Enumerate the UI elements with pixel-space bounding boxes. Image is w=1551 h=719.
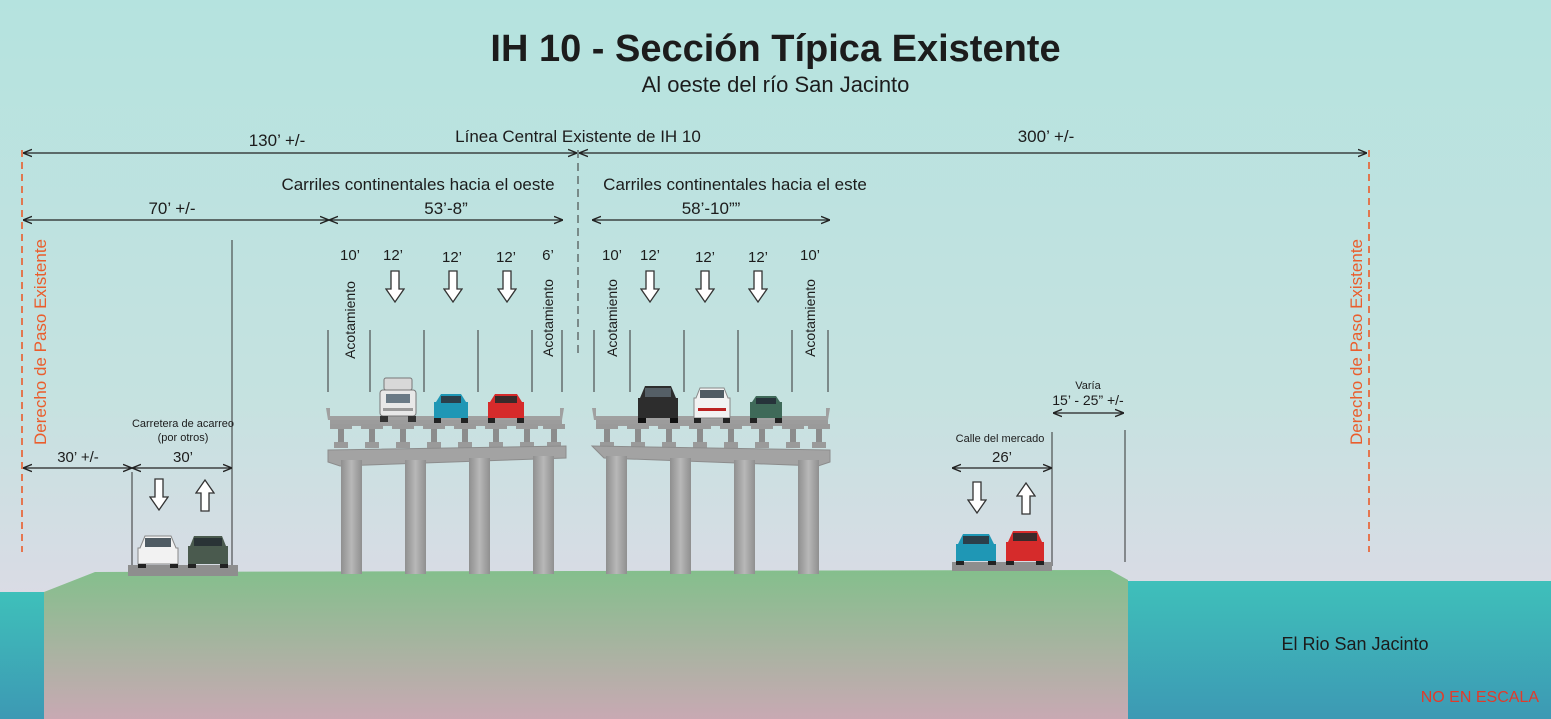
- haul-road-label: Carretera de acarreo: [132, 418, 234, 430]
- dim-market: 26’: [992, 449, 1012, 466]
- dim-right-total: 300’ +/-: [1018, 127, 1075, 146]
- suv-icon: [638, 386, 678, 423]
- dim-haul: 30’: [173, 449, 193, 466]
- shoulder-label-east-inner: Acotamiento: [604, 279, 620, 357]
- east-lane-width-5: 10’: [800, 247, 820, 264]
- west-lane-width-3: 12’: [442, 249, 462, 266]
- dim-70: 70’ +/-: [148, 199, 195, 218]
- row-label-right: Derecho de Paso Existente: [1347, 239, 1366, 445]
- west-lane-width-2: 12’: [383, 247, 403, 264]
- dim-varia-label: Varía: [1075, 380, 1101, 392]
- car-icon: [434, 394, 468, 423]
- market-street-label: Calle del mercado: [956, 433, 1045, 445]
- car-icon: [750, 396, 782, 423]
- river-water: [1120, 581, 1551, 719]
- east-lanes-title: Carriles continentales hacia el este: [603, 175, 867, 194]
- pickup-icon: [693, 387, 731, 423]
- page-subtitle: Al oeste del río San Jacinto: [641, 72, 910, 97]
- shoulder-label-east-outer: Acotamiento: [802, 279, 818, 357]
- suv-icon: [137, 535, 179, 568]
- east-bridge: [590, 408, 831, 574]
- car-icon: [1006, 531, 1044, 565]
- car-icon: [488, 394, 524, 423]
- dim-west-width: 53’-8”: [424, 199, 468, 218]
- east-lane-width-3: 12’: [695, 249, 715, 266]
- dim-left-total: 130’ +/-: [249, 131, 306, 150]
- water-left: [0, 592, 48, 719]
- not-to-scale-label: NO EN ESCALA: [1421, 689, 1540, 706]
- dim-east-width: 58’-10””: [682, 199, 741, 218]
- east-lane-width-2: 12’: [640, 247, 660, 264]
- page-title: IH 10 - Sección Típica Existente: [490, 28, 1061, 70]
- west-lane-width-4: 12’: [496, 249, 516, 266]
- dim-varia-range: 15’ - 25” +/-: [1052, 392, 1124, 408]
- shoulder-label-west-inner: Acotamiento: [540, 279, 556, 357]
- truck-icon: [379, 377, 417, 422]
- haul-road-slab: [128, 565, 238, 576]
- west-lane-width-1: 10’: [340, 247, 360, 264]
- dim-30a: 30’ +/-: [57, 449, 99, 466]
- centerline-label: Línea Central Existente de IH 10: [455, 127, 701, 146]
- car-icon: [188, 536, 228, 568]
- haul-road-sublabel: (por otros): [158, 432, 209, 444]
- river-label: El Rio San Jacinto: [1281, 634, 1428, 654]
- east-lane-width-1: 10’: [602, 247, 622, 264]
- shoulder-label-west-outer: Acotamiento: [342, 281, 358, 359]
- market-street-slab: [952, 562, 1052, 571]
- ground: [44, 570, 1128, 719]
- row-label-left: Derecho de Paso Existente: [31, 239, 50, 445]
- west-lane-width-5: 6’: [542, 247, 554, 264]
- west-lanes-title: Carriles continentales hacia el oeste: [281, 175, 554, 194]
- east-lane-width-4: 12’: [748, 249, 768, 266]
- car-icon: [956, 534, 996, 565]
